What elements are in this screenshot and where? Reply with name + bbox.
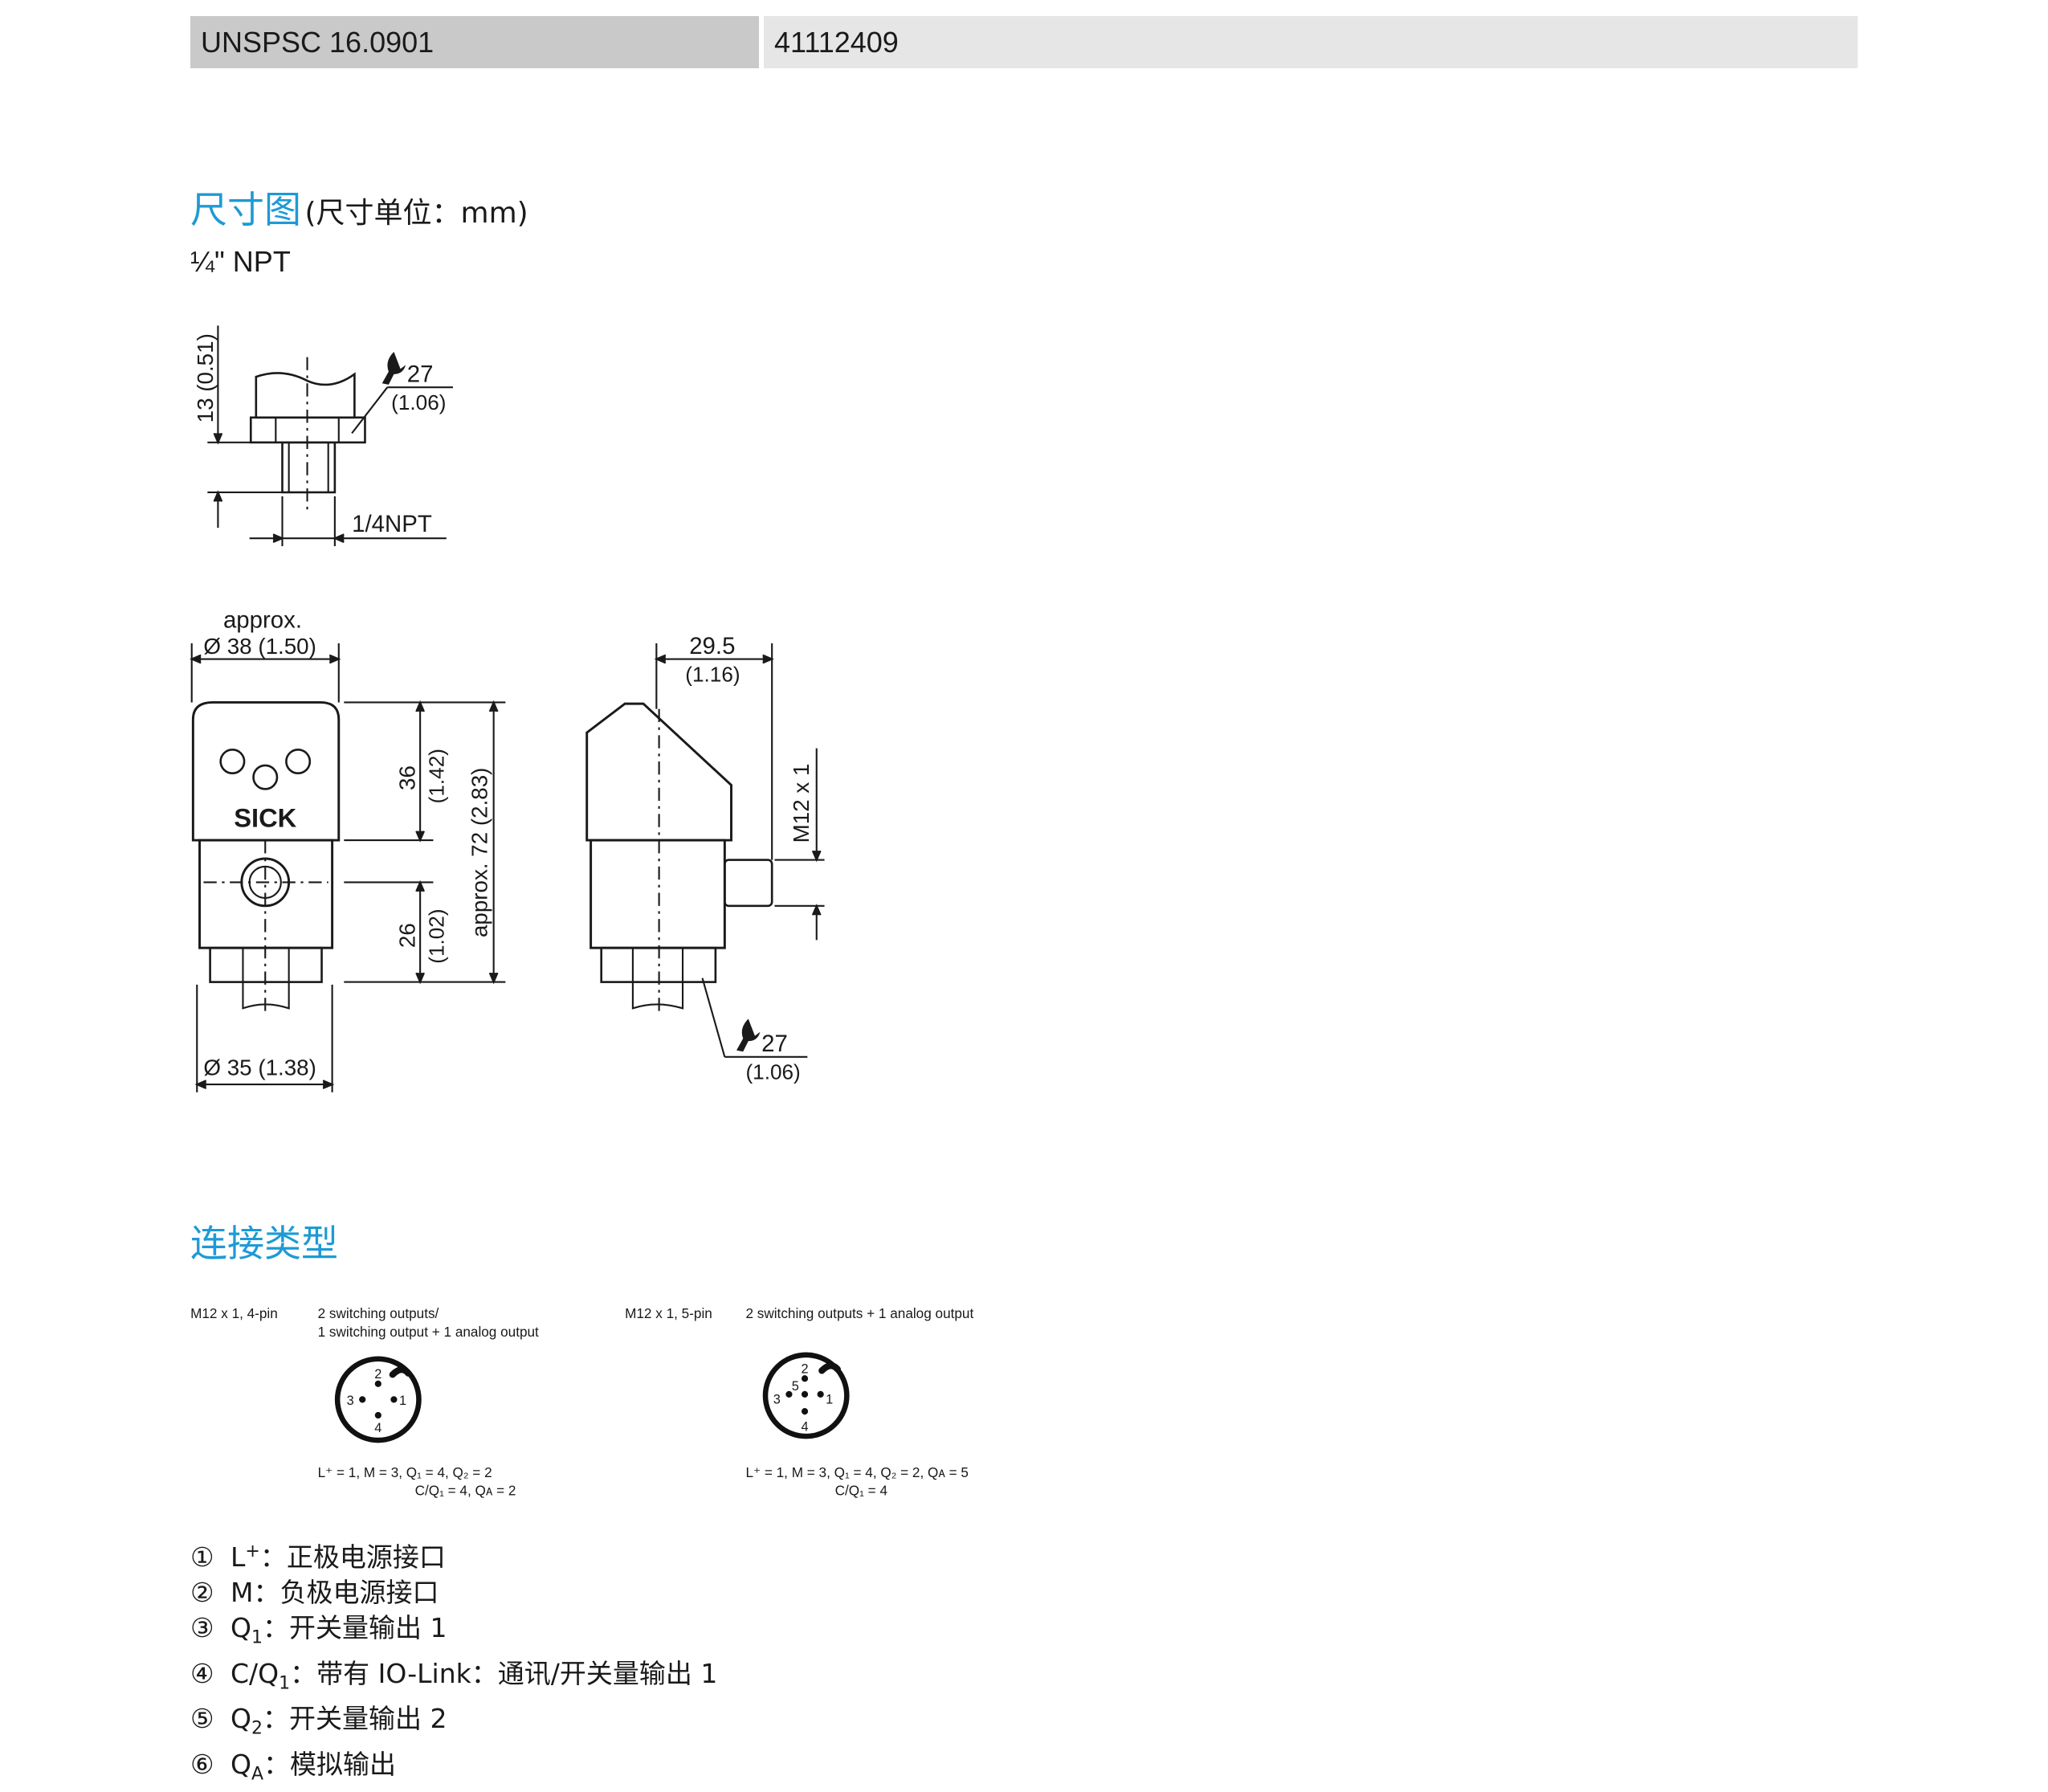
side-depth-in: (1.16) [685,662,740,686]
variant-label: ¼" NPT [190,245,291,278]
legend-symbol: Q [231,1612,251,1643]
legend-sub: A [251,1764,264,1785]
fitting-height: 13 (0.51) [193,333,218,422]
connector-assignment-2: C/Q₁ = 4 [835,1483,888,1499]
coding-key [818,1362,841,1374]
coding-key [389,1366,412,1378]
legend-text: ：模拟输出 [263,1748,397,1780]
legend-sub: 1 [251,1627,263,1648]
wrench-icon [381,352,406,385]
classification-label: UNSPSC 16.0901 [201,26,434,59]
legend-text: ：开关量输出 1 [262,1612,447,1643]
front-head-height-in: (1.42) [425,749,449,803]
connector-desc-2: 1 switching output + 1 analog output [318,1324,539,1340]
front-body-height-in: (1.02) [425,908,449,963]
pin-label: 3 [347,1394,354,1408]
legend-number: ③ [190,1612,214,1643]
connector-4pin: M12 x 1, 4-pin 2 switching outputs/ 1 sw… [190,1305,539,1499]
pin-label: 2 [801,1362,808,1377]
legend-symbol: M [231,1577,254,1608]
legend-text: ：正极电源接口 [259,1541,446,1573]
legend-number: ⑤ [190,1703,214,1735]
side-wrench-size: 27 [761,1031,788,1057]
front-total-height: approx. 72 (2.83) [467,768,492,937]
dimension-title: 尺寸图 [190,188,301,231]
connector-assignment-2: C/Q₁ = 4, Qᴀ = 2 [415,1483,516,1499]
dimension-drawings: 27 (1.06) 1/4NPT 13 (0.51) approx. Ø 38 … [190,325,973,1499]
pin-label: 4 [801,1420,808,1435]
connector-type: M12 x 1, 4-pin [190,1305,278,1321]
front-dia-top: Ø 38 (1.50) [203,634,316,659]
legend-item: ④ C/Q1：带有 IO-Link：通讯/开关量输出 1 [190,1656,717,1702]
classification-value: 41112409 [774,26,899,59]
connector-assignment-1: L⁺ = 1, M = 3, Q₁ = 4, Q₂ = 2, Qᴀ = 5 [745,1464,968,1480]
front-approx: approx. [223,606,302,633]
side-connector-size: M12 x 1 [789,764,814,843]
fitting-wrench-size-in: (1.06) [391,390,446,414]
side-view-drawing: 29.5 (1.16) M12 x 1 27 (1.06) [585,633,825,1084]
legend-symbol: L [231,1541,246,1573]
pin-label: 4 [374,1421,381,1435]
pin-label: 2 [374,1367,381,1382]
fitting-wrench-size: 27 [407,361,434,388]
front-body-height: 26 [395,923,420,948]
classification-value-cell: 41112409 [764,16,1858,68]
legend-symbol: C/Q [231,1657,279,1689]
legend-number: ④ [190,1657,214,1689]
connector-desc-1: 2 switching outputs/ [318,1305,439,1321]
legend-number: ⑥ [190,1748,214,1780]
legend-sub: 1 [279,1673,291,1694]
connector-desc-1: 2 switching outputs + 1 analog output [745,1305,973,1321]
front-view-drawing: approx. Ø 38 (1.50) SICK 36 (1.42) 26 (1… [190,606,506,1092]
legend-sup: + [245,1541,260,1561]
pin-label: 1 [399,1394,406,1408]
pin-label: 1 [826,1392,833,1406]
front-dia-bottom: Ø 35 (1.38) [203,1055,316,1080]
front-head-height: 36 [395,765,420,790]
wrench-icon [736,1018,761,1052]
connection-title: 连接类型 [190,1222,338,1265]
classification-label-cell: UNSPSC 16.0901 [190,16,759,68]
legend-text: ：带有 IO-Link：通讯/开关量输出 1 [290,1657,718,1689]
legend-symbol: Q [231,1703,251,1735]
legend-number: ① [190,1541,214,1573]
side-wrench-size-in: (1.06) [745,1060,800,1084]
legend-number: ② [190,1577,214,1608]
pin-label: 3 [773,1392,781,1406]
connector-5pin: M12 x 1, 5-pin 2 switching outputs + 1 a… [625,1305,973,1499]
fitting-drawing: 27 (1.06) 1/4NPT 13 (0.51) [193,325,453,546]
dimension-unit-note: (尺寸单位：mm) [304,197,528,230]
fitting-thread: 1/4NPT [352,511,432,537]
pin-label: 5 [792,1379,799,1394]
legend-sub: 2 [251,1718,263,1739]
dimension-heading: 尺寸图 (尺寸单位：mm) [190,181,528,234]
legend-text: ：开关量输出 2 [262,1703,447,1735]
connector-type: M12 x 1, 5-pin [625,1305,712,1321]
legend-text: ：负极电源接口 [253,1577,439,1608]
sick-logo: SICK [234,803,296,833]
connector-assignment-1: L⁺ = 1, M = 3, Q₁ = 4, Q₂ = 2 [318,1464,492,1480]
legend-symbol: Q [231,1748,251,1780]
side-depth: 29.5 [689,633,735,659]
